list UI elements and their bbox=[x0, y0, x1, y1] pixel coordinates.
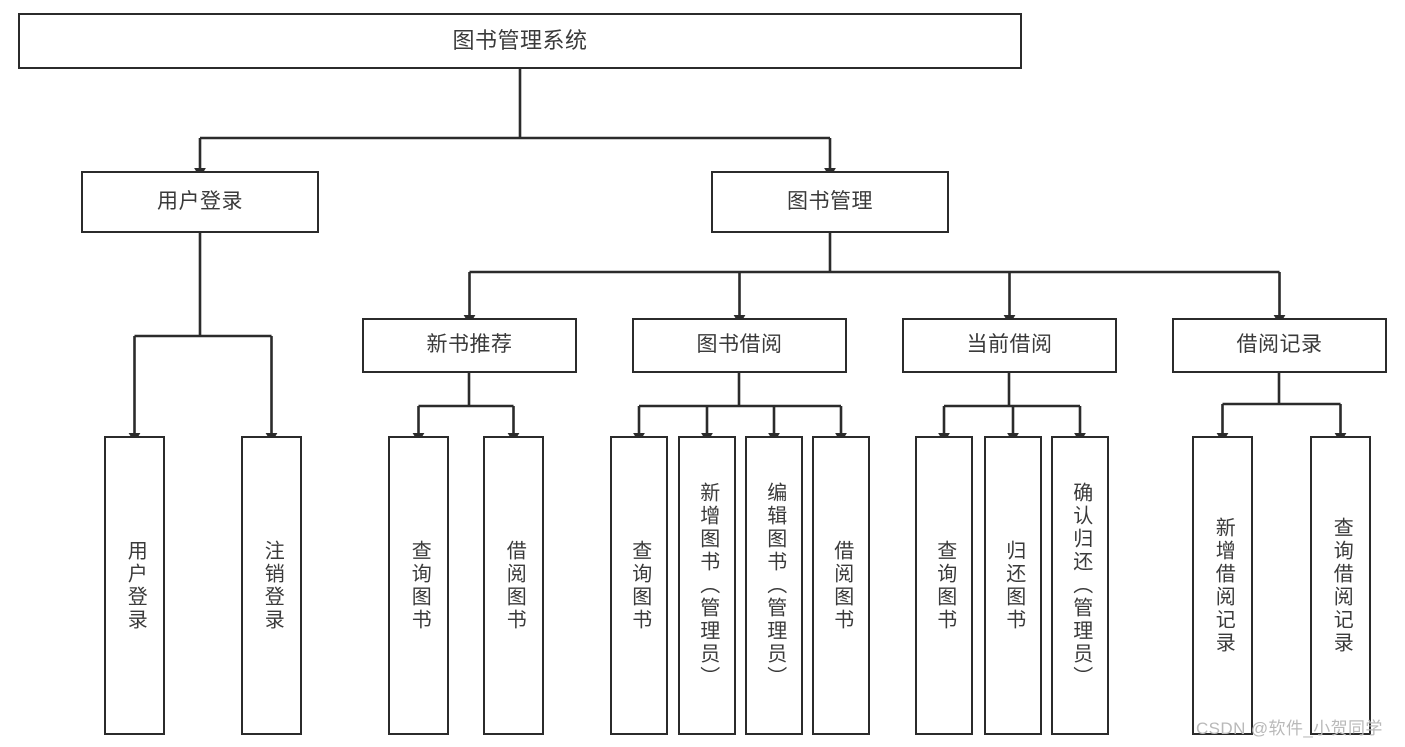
node-book-borrow[interactable]: 图书借阅 bbox=[632, 318, 847, 373]
node-label-root: 图书管理系统 bbox=[452, 28, 588, 54]
node-label-leaf-add-book: 新增图书（管理员） bbox=[696, 482, 719, 689]
node-label-current-borrow: 当前借阅 bbox=[966, 333, 1053, 357]
node-user-login[interactable]: 用户登录 bbox=[81, 171, 319, 233]
node-leaf-confirm-return[interactable]: 确认归还（管理员） bbox=[1051, 436, 1109, 735]
node-label-book-manage: 图书管理 bbox=[787, 189, 873, 213]
node-label-user-login: 用户登录 bbox=[157, 189, 243, 213]
node-book-manage[interactable]: 图书管理 bbox=[711, 171, 949, 233]
node-leaf-borrow-book-2[interactable]: 借阅图书 bbox=[812, 436, 870, 735]
node-label-leaf-borrow-book-1: 借阅图书 bbox=[503, 539, 526, 632]
node-leaf-edit-book[interactable]: 编辑图书（管理员） bbox=[745, 436, 803, 735]
node-leaf-borrow-book-1[interactable]: 借阅图书 bbox=[483, 436, 544, 735]
node-leaf-query-book-1[interactable]: 查询图书 bbox=[388, 436, 449, 735]
node-new-book-rec[interactable]: 新书推荐 bbox=[362, 318, 577, 373]
node-leaf-user-logout[interactable]: 注销登录 bbox=[241, 436, 302, 735]
node-label-borrow-record: 借阅记录 bbox=[1236, 333, 1323, 357]
node-label-leaf-edit-book: 编辑图书（管理员） bbox=[763, 482, 786, 689]
node-label-leaf-query-book-3: 查询图书 bbox=[933, 539, 956, 632]
node-leaf-add-book[interactable]: 新增图书（管理员） bbox=[678, 436, 736, 735]
node-current-borrow[interactable]: 当前借阅 bbox=[902, 318, 1117, 373]
node-leaf-return-book[interactable]: 归还图书 bbox=[984, 436, 1042, 735]
node-leaf-query-record[interactable]: 查询借阅记录 bbox=[1310, 436, 1371, 735]
node-label-leaf-return-book: 归还图书 bbox=[1002, 539, 1025, 632]
node-label-leaf-query-book-1: 查询图书 bbox=[408, 539, 431, 632]
node-leaf-query-book-2[interactable]: 查询图书 bbox=[610, 436, 668, 735]
node-label-leaf-add-record: 新增借阅记录 bbox=[1212, 516, 1235, 655]
node-label-leaf-user-login: 用户登录 bbox=[124, 539, 147, 632]
node-leaf-add-record[interactable]: 新增借阅记录 bbox=[1192, 436, 1253, 735]
node-label-leaf-user-logout: 注销登录 bbox=[261, 539, 284, 632]
node-label-leaf-borrow-book-2: 借阅图书 bbox=[830, 539, 853, 632]
node-borrow-record[interactable]: 借阅记录 bbox=[1172, 318, 1387, 373]
node-label-leaf-confirm-return: 确认归还（管理员） bbox=[1069, 482, 1092, 689]
node-label-new-book-rec: 新书推荐 bbox=[426, 333, 513, 357]
edge-group bbox=[128, 69, 1347, 443]
node-root[interactable]: 图书管理系统 bbox=[18, 13, 1022, 69]
node-label-leaf-query-book-2: 查询图书 bbox=[628, 539, 651, 632]
node-leaf-query-book-3[interactable]: 查询图书 bbox=[915, 436, 973, 735]
node-label-book-borrow: 图书借阅 bbox=[696, 333, 783, 357]
node-leaf-user-login[interactable]: 用户登录 bbox=[104, 436, 165, 735]
node-label-leaf-query-record: 查询借阅记录 bbox=[1330, 516, 1353, 655]
